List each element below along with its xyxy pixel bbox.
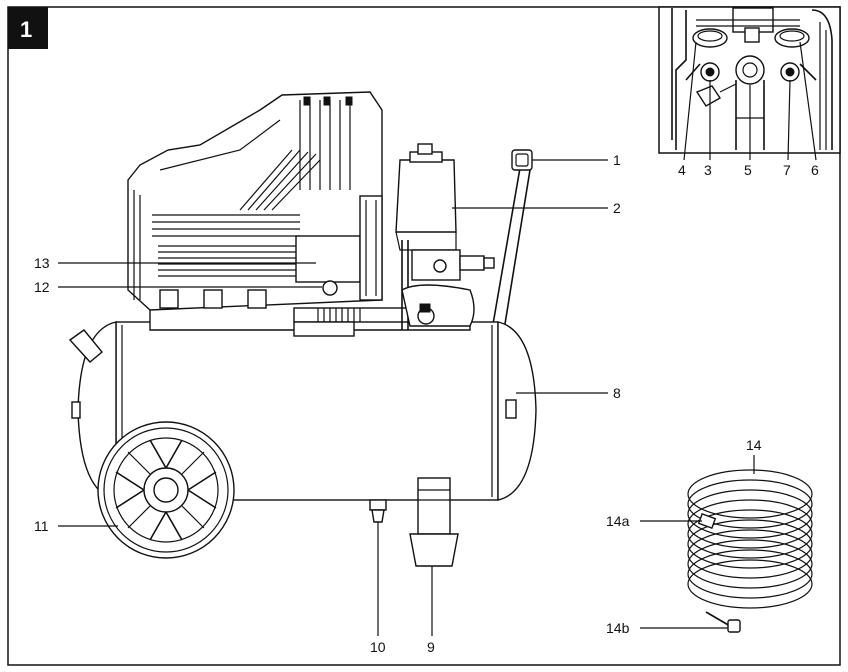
air-tank <box>68 321 537 501</box>
coiled-hose <box>687 469 813 633</box>
callout-12: 12 <box>34 279 50 295</box>
callout-6: 6 <box>811 162 819 178</box>
callout-14a: 14a <box>606 513 630 529</box>
drain-valve <box>369 499 387 523</box>
callout-2: 2 <box>613 200 621 216</box>
callout-11: 11 <box>34 518 49 534</box>
motor-housing <box>127 91 383 311</box>
callout-3: 3 <box>704 162 712 178</box>
callout-9: 9 <box>427 639 435 655</box>
figure-number-badge: 1 <box>8 7 48 49</box>
callout-14: 14 <box>746 437 762 453</box>
callout-14b: 14b <box>606 620 630 636</box>
leader-lines <box>58 159 755 636</box>
rubber-foot <box>409 477 459 567</box>
callout-1: 1 <box>613 152 621 168</box>
figure-frame <box>7 6 841 666</box>
callout-10: 10 <box>370 639 386 655</box>
pressure-pipe <box>293 307 415 337</box>
handle <box>491 149 533 331</box>
wheel <box>97 421 235 559</box>
callout-13: 13 <box>34 255 50 271</box>
callout-5: 5 <box>744 162 752 178</box>
callout-4: 4 <box>678 162 686 178</box>
callout-8: 8 <box>613 385 621 401</box>
callout-7: 7 <box>783 162 791 178</box>
pressure-switch <box>395 143 495 330</box>
figure-number: 1 <box>20 17 32 42</box>
inset-detail <box>658 6 841 161</box>
